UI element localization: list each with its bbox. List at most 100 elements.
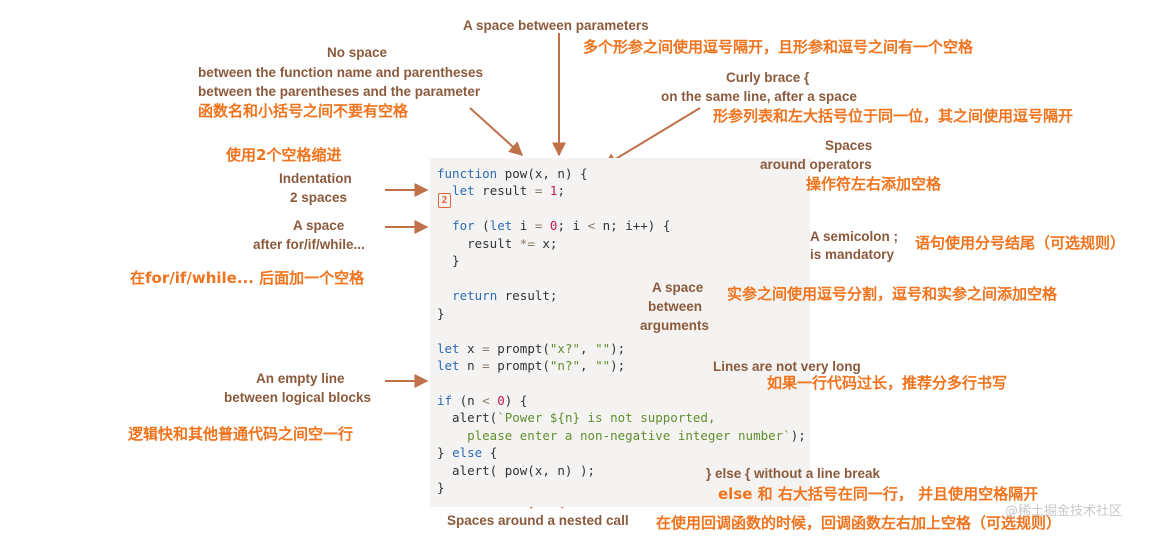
code-token: result: [474, 183, 535, 199]
label-ops-en-1: Spaces: [825, 138, 873, 153]
code-token: let: [437, 357, 460, 373]
label-args-en-2: between: [648, 299, 703, 314]
code-token: ,: [580, 340, 596, 356]
label-ops-zh: 操作符左右添加空格: [806, 175, 942, 193]
label-brace-en-2: on the same line, after a space: [661, 89, 857, 104]
code-panel: [430, 158, 810, 507]
code-line: }: [437, 479, 445, 496]
code-line: function pow(x, n) {: [437, 165, 588, 182]
code-line: for (let i = 0; i < n; i++) {: [437, 217, 670, 234]
label-args-zh: 实参之间使用逗号分割，逗号和实参之间添加空格: [727, 285, 1058, 303]
label-args-en-3: arguments: [640, 318, 710, 333]
code-token: <: [482, 392, 490, 408]
code-token: 1: [549, 183, 558, 199]
code-token: function: [437, 166, 498, 181]
code-token: return: [452, 288, 498, 304]
code-token: "": [595, 357, 611, 373]
code-line: alert(`Power ${n} is not supported,: [437, 409, 715, 426]
code-line: let x = prompt("x?", "");: [437, 340, 625, 357]
code-token: let: [489, 218, 513, 234]
code-token: }: [437, 305, 445, 321]
label-nospace-zh: 函数名和小括号之间不要有空格: [198, 102, 409, 120]
code-token: ;: [557, 183, 565, 199]
code-token: x: [459, 340, 483, 356]
code-token: ; i: [557, 218, 588, 234]
code-token: prompt(: [489, 357, 550, 373]
indent-marker: 2: [438, 193, 451, 208]
code-line: }: [437, 305, 445, 322]
code-token: result;: [497, 288, 558, 304]
code-token: for: [452, 218, 475, 234]
label-nospace-en-1: No space: [327, 45, 388, 60]
code-token: <: [587, 218, 596, 234]
label-empty-zh: 逻辑快和其他普通代码之间空一行: [128, 425, 354, 443]
code-token: }: [437, 445, 453, 461]
code-token: =: [534, 218, 543, 234]
label-semicolon-en-1: A semicolon ;: [810, 229, 899, 244]
label-semicolon-zh: 语句使用分号结尾（可选规则）: [915, 234, 1126, 252]
arrow-brace: [602, 107, 701, 167]
code-token: *=: [519, 235, 535, 251]
code-token: let: [437, 340, 460, 356]
code-token: i: [512, 218, 535, 234]
code-token: 0: [549, 218, 558, 234]
code-line: return result;: [437, 287, 557, 304]
label-afterfor-en-2: after for/if/while...: [253, 237, 365, 252]
label-args-en-1: A space: [652, 280, 704, 295]
label-semicolon-en-2: is mandatory: [810, 247, 895, 262]
code-token: "n?": [549, 357, 581, 373]
code-token: else: [452, 445, 483, 461]
code-token: );: [610, 357, 626, 373]
code-token: let: [452, 183, 475, 199]
code-line: please enter a non-negative integer numb…: [437, 427, 806, 444]
label-brace-zh: 形参列表和左大括号位于同一位，其之间使用逗号隔开: [713, 107, 1074, 125]
code-token: }: [437, 480, 445, 496]
label-nospace-en-3: between the parentheses and the paramete…: [198, 84, 481, 99]
code-token: {: [482, 445, 498, 461]
label-nested-zh: 在使用回调函数的时候，回调函数左右加上空格（可选规则）: [656, 514, 1062, 532]
code-token: [437, 288, 452, 303]
code-token: result: [437, 235, 520, 251]
label-indent-zh: 使用2个空格缩进: [226, 146, 342, 164]
code-token: =: [482, 340, 490, 356]
code-token: alert( pow(x, n) );: [437, 462, 596, 478]
code-token: `Power ${n} is not supported,: [497, 410, 716, 426]
code-token: pow(x, n) {: [497, 166, 588, 181]
code-token: [542, 183, 550, 198]
code-line: result *= x;: [437, 235, 557, 252]
code-token: 0: [497, 392, 505, 408]
code-token: =: [534, 183, 543, 199]
label-params-en: A space between parameters: [463, 18, 649, 33]
label-else-zh: else 和 右大括号在同一行， 并且使用空格隔开: [718, 485, 1039, 503]
label-long-en: Lines are not very long: [713, 359, 861, 374]
label-empty-en-2: between logical blocks: [224, 390, 372, 405]
code-token: prompt(: [489, 340, 550, 356]
label-else-en: } else { without a line break: [706, 466, 881, 481]
code-line: alert( pow(x, n) );: [437, 462, 595, 479]
code-token: n; i++) {: [595, 218, 671, 234]
code-token: [437, 218, 452, 233]
label-params-zh: 多个形参之间使用逗号隔开，且形参和逗号之间有一个空格: [583, 38, 974, 56]
code-token: );: [790, 427, 806, 443]
code-token: "": [595, 340, 611, 356]
code-token: [542, 218, 550, 233]
code-token: "x?": [549, 340, 581, 356]
label-indent-en-2: 2 spaces: [290, 190, 348, 205]
code-token: ,: [580, 357, 596, 373]
watermark: @稀土掘金技术社区: [1005, 504, 1123, 519]
code-line: if (n < 0) {: [437, 392, 527, 409]
code-token: }: [437, 253, 460, 269]
label-afterfor-zh: 在for/if/while... 后面加一个空格: [130, 269, 365, 287]
arrow-nospace: [469, 107, 524, 156]
code-line: let n = prompt("n?", "");: [437, 357, 625, 374]
label-nospace-en-2: between the function name and parenthese…: [198, 65, 484, 80]
code-token: alert(: [437, 410, 498, 426]
code-token: );: [610, 340, 626, 356]
label-ops-en-2: around operators: [760, 157, 872, 172]
code-line: } else {: [437, 444, 497, 461]
code-line: }: [437, 252, 460, 269]
label-nested-en: Spaces around a nested call: [447, 513, 629, 528]
code-token: please enter a non-negative integer numb…: [437, 427, 791, 443]
code-token: =: [482, 357, 490, 373]
code-token: n: [459, 357, 483, 373]
